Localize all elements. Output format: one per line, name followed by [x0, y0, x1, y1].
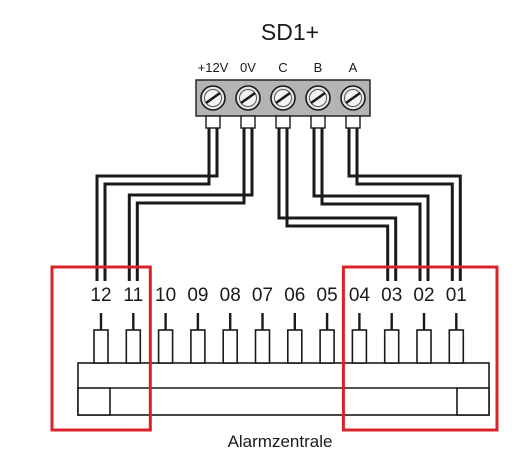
terminal-pin: [416, 329, 432, 364]
terminal-pin: [383, 329, 400, 364]
highlight-box-1: [50, 265, 152, 432]
panel-base: [77, 362, 490, 416]
panel-name: Alarmzentrale: [228, 432, 333, 451]
panel-foot-right: [456, 387, 490, 416]
wire-a: [347, 128, 462, 281]
terminal-pin: [448, 329, 465, 364]
terminal-label: B: [314, 60, 323, 75]
terminal-pin: [222, 329, 238, 364]
screw-slot: [275, 91, 291, 105]
terminal-pin: [157, 329, 174, 364]
screw-slot: [205, 91, 221, 105]
pin-number: 08: [220, 285, 241, 306]
screw-slot: [345, 91, 361, 105]
terminal-pin: [93, 329, 109, 364]
terminal-pin: [254, 329, 271, 364]
terminal-pin: [125, 329, 142, 364]
pin-number: 04: [349, 285, 371, 306]
pin-number: 02: [413, 285, 434, 306]
pin-number: 07: [252, 285, 273, 306]
wires: [95, 128, 462, 281]
panel-foot-left: [77, 387, 111, 416]
pin-number: 06: [284, 285, 305, 306]
pin-number: 09: [187, 285, 208, 306]
terminal-pin: [190, 329, 206, 364]
pin-number: 01: [446, 285, 467, 306]
wire-b: [312, 128, 430, 281]
terminal-pin: [319, 329, 335, 364]
pin-number: 03: [381, 285, 402, 306]
pin-labels: 12 11 10 09 08 07 06 05 04 03 02 01: [90, 285, 466, 306]
terminal-clamp: [205, 115, 221, 129]
wire-c: [277, 128, 398, 281]
terminal-label: 0V: [240, 60, 256, 75]
terminal-clamp: [240, 115, 256, 129]
terminal-pin: [351, 329, 368, 364]
terminal-label: +12V: [198, 60, 229, 75]
terminal-pin: [286, 329, 303, 364]
terminal-labels: +12V 0V C B A: [198, 60, 358, 75]
device-title: SD1+: [261, 19, 319, 45]
terminal-clamp: [310, 115, 326, 129]
alarm-panel: [77, 313, 490, 416]
pin-number: 05: [317, 285, 338, 306]
terminal-clamp: [275, 115, 291, 129]
terminal-clamp: [345, 115, 361, 129]
pin-number: 12: [90, 285, 111, 306]
terminal-block: [195, 79, 371, 129]
wire-12v: [95, 128, 219, 281]
screw-slot: [240, 91, 256, 105]
highlight-box-2: [341, 265, 499, 432]
terminal-label: A: [349, 60, 358, 75]
pin-number: 11: [123, 285, 143, 306]
highlights: [50, 265, 499, 432]
wire-0v: [127, 128, 254, 281]
terminal-label: C: [278, 60, 287, 75]
pin-number: 10: [155, 285, 176, 306]
screw-slot: [310, 91, 326, 105]
